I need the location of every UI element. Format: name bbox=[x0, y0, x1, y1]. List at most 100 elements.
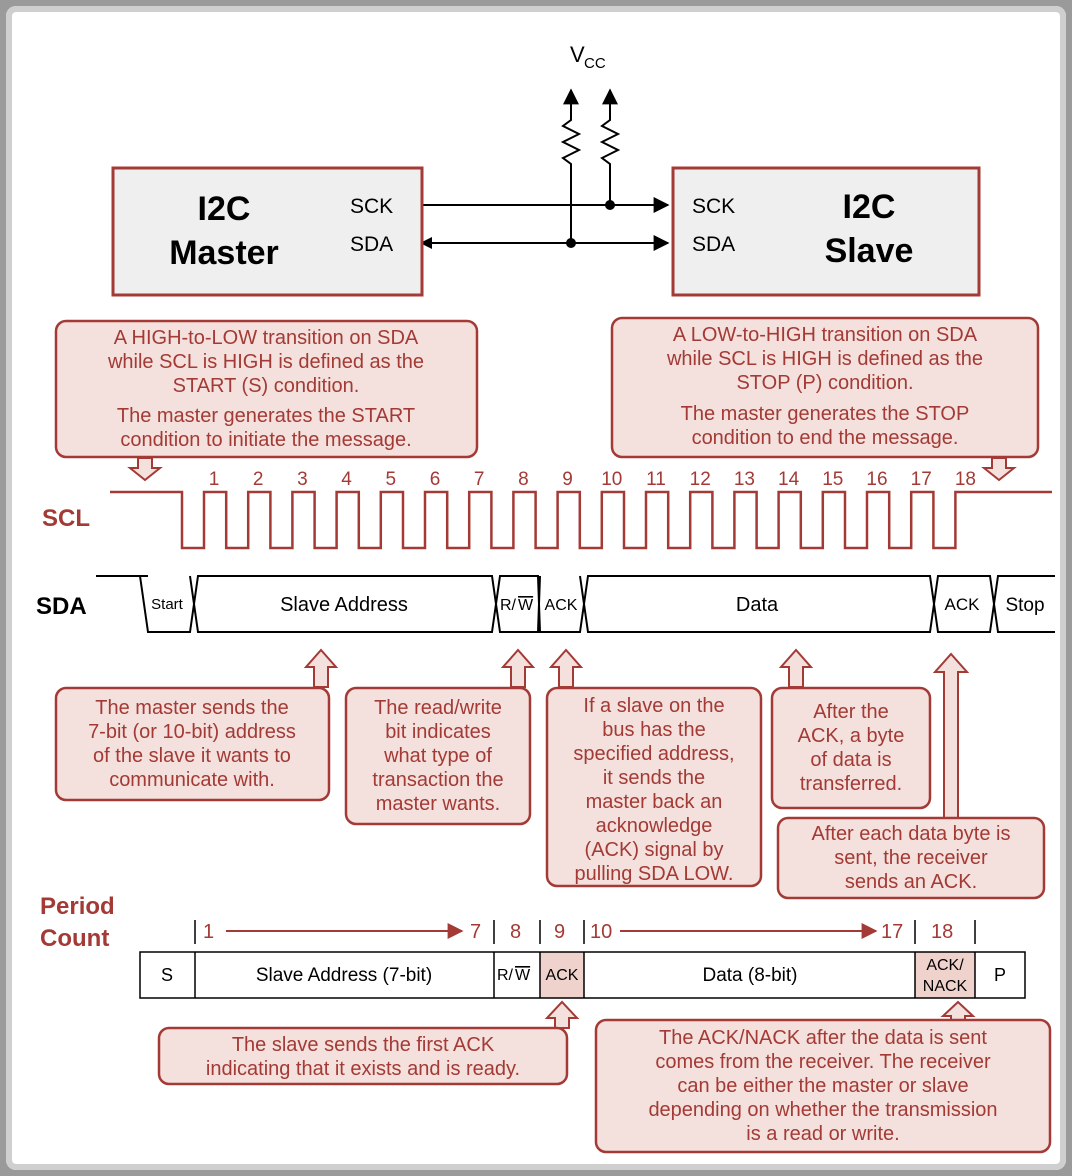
svg-text:bus has the: bus has the bbox=[602, 719, 705, 741]
clock-number: 5 bbox=[386, 469, 397, 490]
bus-lines bbox=[420, 197, 670, 251]
svg-text:I2C: I2C bbox=[843, 188, 896, 226]
master-block: I2C Master SCK SDA bbox=[111, 166, 424, 297]
svg-text:master back an: master back an bbox=[586, 791, 723, 813]
svg-text:The master generates the STOP: The master generates the STOP bbox=[681, 403, 970, 425]
svg-text:After each data byte is: After each data byte is bbox=[811, 823, 1010, 845]
clock-number: 4 bbox=[341, 469, 352, 490]
svg-text:The master sends the: The master sends the bbox=[95, 697, 288, 719]
sda-field-labels: Start Slave Address R/ W ACK Data ACK St… bbox=[151, 594, 1044, 616]
svg-text:7-bit (or 10-bit) address: 7-bit (or 10-bit) address bbox=[88, 721, 296, 743]
rw-note: The read/write bit indicates what type o… bbox=[344, 648, 536, 826]
svg-text:R/: R/ bbox=[497, 967, 514, 984]
svg-text:Period: Period bbox=[40, 893, 115, 920]
svg-text:depending on whether the trans: depending on whether the transmission bbox=[648, 1099, 997, 1121]
svg-text:A LOW-to-HIGH transition on SD: A LOW-to-HIGH transition on SDA bbox=[673, 324, 978, 346]
clock-number: 10 bbox=[601, 469, 622, 490]
frame-bar: S Slave Address (7-bit) R/ W ACK Data (8… bbox=[139, 951, 1026, 999]
svg-text:NACK: NACK bbox=[923, 978, 968, 995]
clock-number: 13 bbox=[734, 469, 755, 490]
svg-text:(ACK) signal by: (ACK) signal by bbox=[585, 839, 724, 861]
clock-number: 16 bbox=[866, 469, 887, 490]
svg-text:condition to initiate the mess: condition to initiate the message. bbox=[120, 429, 411, 451]
clock-number: 14 bbox=[778, 469, 800, 490]
scl-label: SCL bbox=[42, 505, 90, 532]
svg-text:ACK: ACK bbox=[945, 595, 981, 614]
svg-text:Slave: Slave bbox=[825, 232, 914, 270]
svg-text:acknowledge: acknowledge bbox=[596, 815, 713, 837]
vcc-label: V CC bbox=[570, 42, 606, 72]
svg-text:Count: Count bbox=[40, 925, 109, 952]
svg-text:17: 17 bbox=[881, 921, 903, 943]
svg-text:9: 9 bbox=[554, 921, 565, 943]
svg-text:SCK: SCK bbox=[350, 195, 393, 218]
svg-text:pulling SDA LOW.: pulling SDA LOW. bbox=[575, 863, 734, 885]
clock-number: 7 bbox=[474, 469, 485, 490]
svg-text:W: W bbox=[515, 967, 531, 984]
svg-text:indicating that it exists and: indicating that it exists and is ready. bbox=[206, 1058, 520, 1080]
svg-text:The slave sends the first ACK: The slave sends the first ACK bbox=[232, 1034, 495, 1056]
svg-text:CC: CC bbox=[584, 55, 606, 72]
svg-text:of data is: of data is bbox=[810, 749, 891, 771]
svg-text:condition to end the message.: condition to end the message. bbox=[692, 427, 959, 449]
first-ack-note: The slave sends the first ACK indicating… bbox=[157, 1000, 580, 1086]
svg-text:START (S) condition.: START (S) condition. bbox=[173, 375, 360, 397]
svg-text:If a slave on the: If a slave on the bbox=[583, 695, 724, 717]
svg-text:transaction the: transaction the bbox=[372, 769, 503, 791]
svg-text:Slave Address: Slave Address bbox=[280, 594, 408, 616]
svg-text:1: 1 bbox=[203, 921, 214, 943]
svg-text:SCK: SCK bbox=[692, 195, 735, 218]
svg-text:S: S bbox=[161, 965, 173, 985]
svg-text:SDA: SDA bbox=[350, 233, 393, 256]
svg-text:ACK: ACK bbox=[546, 967, 579, 984]
svg-text:Start: Start bbox=[151, 596, 184, 613]
svg-text:A HIGH-to-LOW transition on SD: A HIGH-to-LOW transition on SDA bbox=[114, 327, 419, 349]
svg-text:Data: Data bbox=[736, 594, 779, 616]
svg-text:what type of: what type of bbox=[383, 745, 492, 767]
svg-text:Data (8-bit): Data (8-bit) bbox=[702, 965, 797, 986]
svg-text:STOP (P) condition.: STOP (P) condition. bbox=[736, 372, 913, 394]
pullup-resistors bbox=[560, 88, 621, 243]
svg-text:is a read or write.: is a read or write. bbox=[746, 1123, 899, 1145]
svg-text:I2C: I2C bbox=[198, 190, 251, 228]
clock-number: 2 bbox=[253, 469, 264, 490]
period-count-label: Period Count bbox=[40, 893, 115, 952]
svg-text:V: V bbox=[570, 42, 585, 67]
svg-text:ACK, a byte: ACK, a byte bbox=[798, 725, 905, 747]
svg-text:W: W bbox=[518, 597, 534, 614]
svg-text:Master: Master bbox=[169, 234, 279, 272]
clock-number: 8 bbox=[518, 469, 529, 490]
svg-text:8: 8 bbox=[510, 921, 521, 943]
svg-text:communicate with.: communicate with. bbox=[109, 769, 275, 791]
scl-waveform bbox=[110, 490, 1052, 550]
svg-text:The ACK/NACK after the data is: The ACK/NACK after the data is sent bbox=[659, 1027, 987, 1049]
clock-number: 1 bbox=[209, 469, 220, 490]
start-note: A HIGH-to-LOW transition on SDA while SC… bbox=[54, 319, 479, 482]
svg-text:sent, the receiver: sent, the receiver bbox=[834, 847, 988, 869]
svg-text:Slave Address (7-bit): Slave Address (7-bit) bbox=[256, 965, 432, 986]
clock-number: 17 bbox=[911, 469, 932, 490]
svg-text:it sends the: it sends the bbox=[603, 767, 705, 789]
clock-number: 11 bbox=[646, 469, 666, 490]
svg-text:sends an ACK.: sends an ACK. bbox=[845, 871, 977, 893]
svg-text:7: 7 bbox=[470, 921, 481, 943]
svg-text:specified address,: specified address, bbox=[573, 743, 734, 765]
svg-text:transferred.: transferred. bbox=[800, 773, 902, 795]
clock-number: 3 bbox=[297, 469, 308, 490]
receiver-ack-note: After each data byte is sent, the receiv… bbox=[776, 652, 1046, 900]
clock-number: 18 bbox=[955, 469, 976, 490]
svg-text:while SCL is HIGH is defined a: while SCL is HIGH is defined as the bbox=[107, 351, 424, 373]
address-note: The master sends the 7-bit (or 10-bit) a… bbox=[54, 648, 339, 802]
svg-text:Stop: Stop bbox=[1005, 595, 1044, 616]
svg-text:R/: R/ bbox=[500, 597, 517, 614]
slave-block: I2C Slave SCK SDA bbox=[671, 166, 981, 297]
svg-text:ACK: ACK bbox=[545, 597, 578, 614]
svg-text:10: 10 bbox=[590, 921, 612, 943]
data-note: After the ACK, a byte of data is transfe… bbox=[770, 648, 932, 810]
svg-text:while SCL is HIGH is defined a: while SCL is HIGH is defined as the bbox=[666, 348, 983, 370]
clock-number: 6 bbox=[430, 469, 441, 490]
svg-text:The master generates the START: The master generates the START bbox=[117, 405, 415, 427]
stop-note: A LOW-to-HIGH transition on SDA while SC… bbox=[610, 316, 1040, 482]
svg-text:bit indicates: bit indicates bbox=[385, 721, 491, 743]
